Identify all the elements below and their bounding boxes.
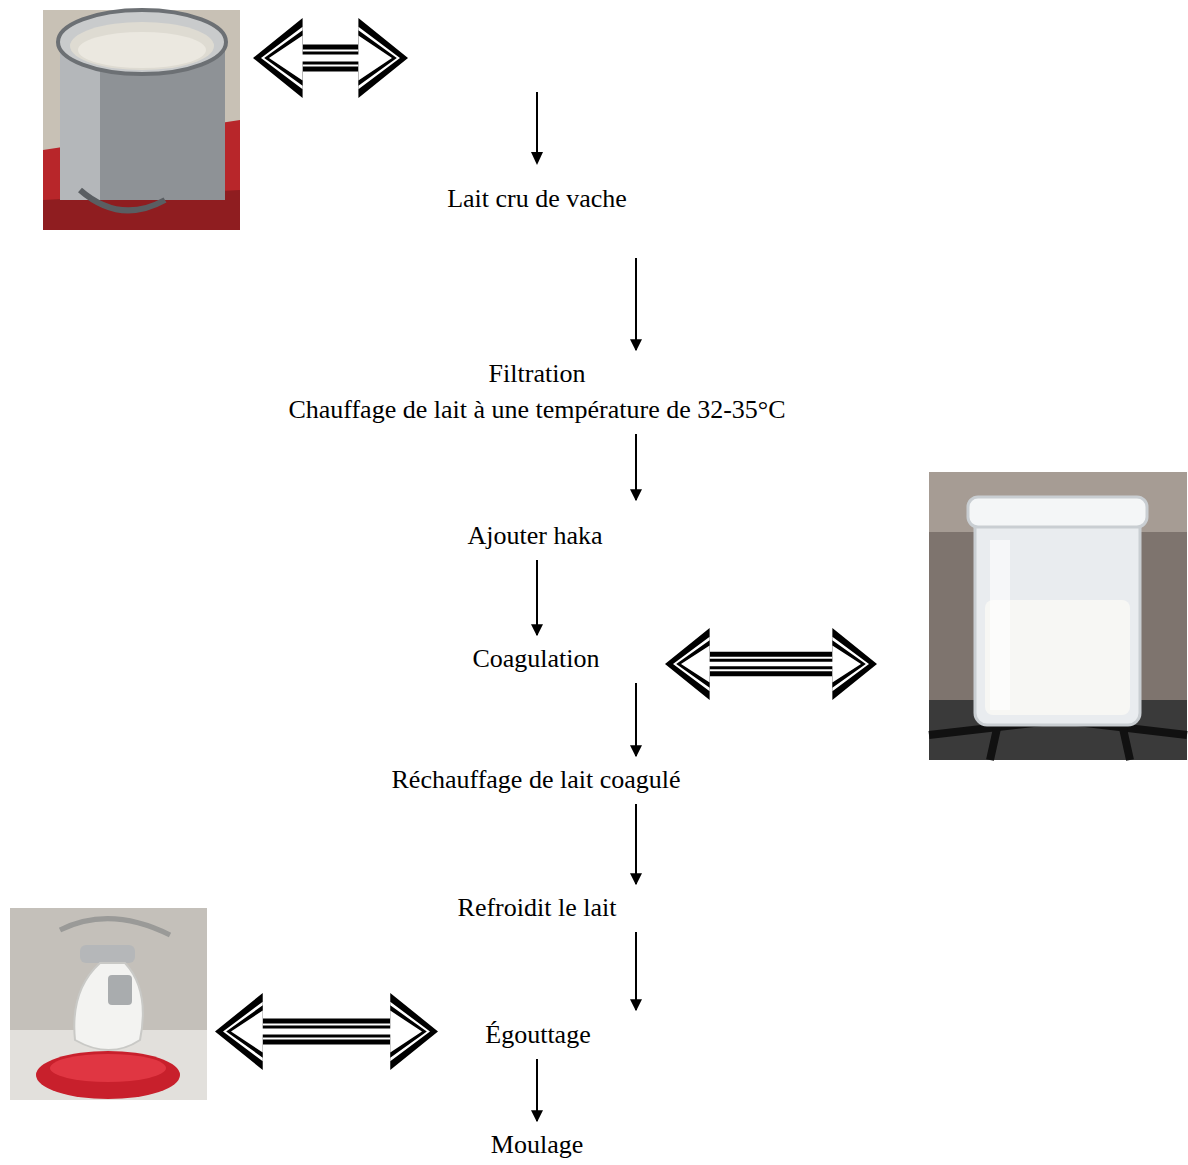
double-arrow-band: [223, 1002, 430, 1061]
step-label: Refroidit le lait: [456, 890, 619, 926]
step-label: Filtration: [286, 356, 787, 392]
process-step: Égouttage: [483, 1017, 592, 1053]
lead-in-arrowhead: [531, 152, 543, 165]
step-label: Réchauffage de lait coagulé: [390, 762, 683, 798]
double-arrow-inner: [264, 30, 397, 85]
step-label: Coagulation: [470, 641, 601, 677]
step-label: Égouttage: [483, 1017, 592, 1053]
process-step: Moulage: [489, 1127, 585, 1163]
double-arrow-inner: [226, 1005, 427, 1057]
milk-can-photo: [43, 10, 240, 230]
double-arrow: [215, 993, 438, 1070]
flow-arrow: [536, 560, 538, 635]
double-arrow-inner: [676, 640, 866, 687]
double-arrow-core: [231, 1011, 422, 1053]
lead-in-arrow: [536, 92, 538, 155]
process-step: FiltrationChauffage de lait à une tempér…: [286, 356, 787, 428]
process-step: Réchauffage de lait coagulé: [390, 762, 683, 798]
double-arrows: [215, 18, 877, 1070]
step-label: Ajouter haka: [465, 518, 604, 554]
double-arrow: [665, 628, 877, 700]
double-arrow-outer: [215, 993, 438, 1070]
process-step: Ajouter haka: [465, 518, 604, 554]
process-step: Coagulation: [470, 641, 601, 677]
flow-arrow: [635, 683, 637, 756]
flow-arrow: [635, 932, 637, 1010]
flow-arrow: [635, 434, 637, 500]
process-step: Lait cru de vache: [445, 181, 629, 217]
container-photo: [929, 472, 1187, 760]
step-label: Moulage: [489, 1127, 585, 1163]
double-arrow-core: [269, 36, 392, 81]
step-label: Chauffage de lait à une température de 3…: [286, 392, 787, 428]
double-arrow-outer: [665, 628, 877, 700]
flow-arrow: [635, 258, 637, 350]
draining-photo: [10, 908, 207, 1100]
double-arrow-outer: [253, 18, 408, 98]
double-arrow: [253, 18, 408, 98]
double-arrow-core: [681, 646, 861, 683]
flow-arrow: [635, 804, 637, 884]
double-arrow-band: [261, 27, 400, 89]
flow-arrow: [536, 1059, 538, 1121]
step-label: Lait cru de vache: [445, 181, 629, 217]
double-arrow-band: [673, 637, 869, 691]
process-step: Refroidit le lait: [456, 890, 619, 926]
